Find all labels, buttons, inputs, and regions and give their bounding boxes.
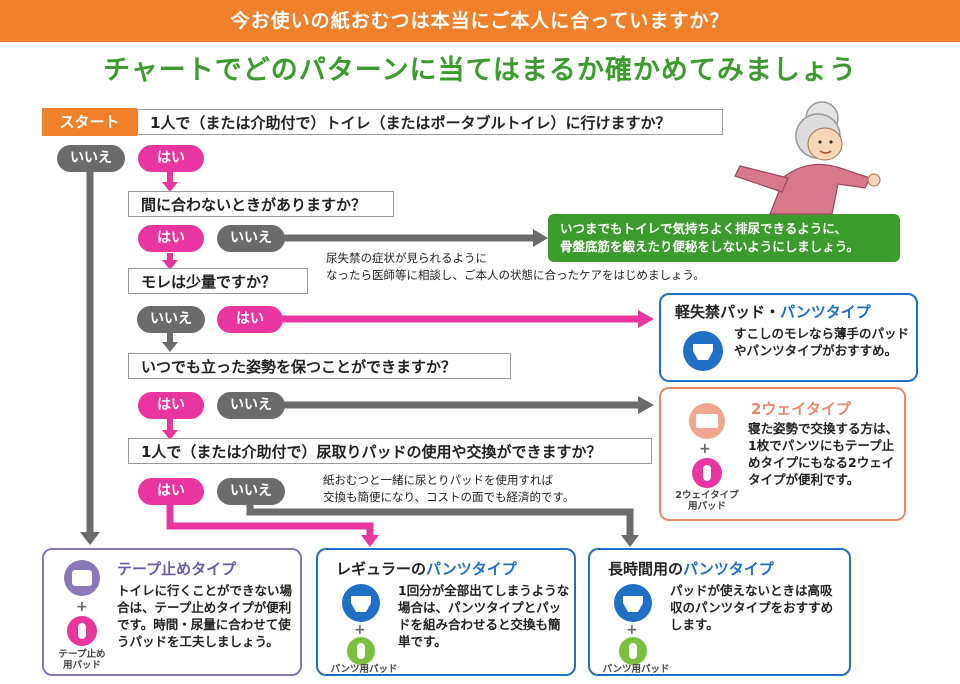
start-label: スタート [42,108,137,136]
tape-text: トイレに行くことができない場合は、テープ止めタイプが便利です。時間・尿量に合わせ… [117,583,293,649]
consult-note-line2: なったら医師等に相談し、ご本人の状態に合ったケアをはじめましょう。 [326,268,705,282]
arrow-q5-yes [166,502,374,538]
question-3: モレは少量ですか？ [128,268,308,294]
elderly-woman-illustration [734,101,881,215]
tape-pad-label: テープ止め用パッド [48,649,116,671]
light-text: すこしのモレなら薄手のパッドやパンツタイプがおすすめ。 [734,326,910,358]
regular-title: レギュラーのパンツタイプ [336,558,517,579]
q3-yes-pill: はい [217,306,283,333]
light-title: 軽失禁パッド・パンツタイプ [675,301,871,322]
arrow-q5-no [246,502,634,538]
long-title-b: パンツタイプ [683,560,774,578]
long-title-a: 長時間用の [608,560,684,578]
question-5: 1人で（または介助付で）尿取りパッドの使用や交換ができますか？ [128,438,652,464]
plus-sign: + [699,441,711,457]
result-regular: レギュラーのパンツタイプ + パンツ用パッド 1回分が全部出てしまうような場合は… [316,548,576,676]
q1-yes-pill: はい [138,145,204,172]
regular-pad-label: パンツ用パッド [330,664,398,675]
plus-sign: + [626,622,638,638]
consult-note-line1: 尿失禁の症状が見られるように [326,251,487,265]
q5-yes-pill: はい [138,478,204,505]
green-note-line1: いつまでもトイレで気持ちよく排尿できるように、 [560,221,847,236]
q5-no-pill: いいえ [217,478,285,505]
pants-pad-icon [347,637,375,665]
twoway-title: 2ウェイタイプ [751,400,851,418]
pants-icon [614,584,652,622]
pad-note-line1: 紙おむつと一緒に尿とりパッドを使用すれば [323,473,553,487]
q4-yes-pill: はい [138,392,204,419]
light-title-a: 軽失禁パッド・ [675,303,781,321]
pants-icon [342,584,380,622]
result-tape: テープ止めタイプ + テープ止め用パッド トイレに行くことができない場合は、テー… [42,548,302,676]
result-light-pad: 軽失禁パッド・パンツタイプ すこしのモレなら薄手のパッドやパンツタイプがおすすめ… [659,293,918,382]
q1-no-pill: いいえ [57,145,125,172]
q2-no-pill: いいえ [217,225,285,252]
tape-diaper-icon [64,560,100,596]
regular-text: 1回分が全部出てしまうような場合は、パンツタイプとパッドを組み合わせると交換も簡… [398,583,570,649]
q3-no-pill: いいえ [137,306,205,333]
pad-note: 紙おむつと一緒に尿とりパッドを使用すれば 交換も簡便になり、コストの面でも経済的… [323,472,574,506]
question-1: 1人で（または介助付で）トイレ（またはポータブルトイレ）に行けますか？ [137,109,723,135]
green-advice-note: いつまでもトイレで気持ちよく排尿できるように、 骨盤底筋を鍛えたり便秘をしないよ… [548,214,900,262]
pad-icon [692,458,722,488]
question-2: 間に合わないときがありますか？ [128,191,394,217]
light-title-b: パンツタイプ [780,303,871,321]
page-subtitle: チャートでどのパターンに当てはまるか確かめてみましょう [103,55,857,86]
q4-no-pill: いいえ [217,392,285,419]
q2-yes-pill: はい [138,225,204,252]
tape-pad-label-1: テープ止め [58,649,106,660]
plus-sign: + [76,599,88,615]
tape-pad-label-2: 用パッド [62,660,101,671]
question-4: いつでも立った姿勢を保つことができますか？ [128,353,511,379]
result-twoway: 2ウェイタイプ + 2ウェイタイプ用パッド 寝た姿勢で交換する方は、1枚でパンツ… [659,387,906,521]
consult-note: 尿失禁の症状が見られるように なったら医師等に相談し、ご本人の状態に合ったケアを… [326,250,705,284]
tape-title: テープ止めタイプ [117,560,237,578]
twoway-pad-label-1: 2ウェイタイプ [675,490,739,501]
long-text: パッドが使えないときは高吸収のパンツタイプをおすすめします。 [670,583,834,632]
twoway-diaper-icon [689,403,725,439]
result-long: 長時間用のパンツタイプ + パンツ用パッド パッドが使えないときは高吸収のパンツ… [588,548,851,676]
plus-sign: + [354,622,366,638]
green-note-line2: 骨盤底筋を鍛えたり便秘をしないようにしましょう。 [560,239,860,254]
long-pad-label: パンツ用パッド [602,664,670,675]
regular-title-b: パンツタイプ [426,560,517,578]
twoway-pad-label-2: 用パッド [687,501,726,512]
top-banner: 今お使いの紙おむつは本当にご本人に合っていますか？ [0,0,960,42]
twoway-pad-label: 2ウェイタイプ用パッド [665,490,749,512]
twoway-text: 寝た姿勢で交換する方は、1枚でパンツにもテープ止めタイプにもなる2ウェイタイプが… [748,421,899,487]
long-title: 長時間用のパンツタイプ [608,558,774,579]
pad-icon [67,616,97,646]
pants-pad-icon [619,637,647,665]
pad-note-line2: 交換も簡便になり、コストの面でも経済的です。 [323,490,575,504]
regular-title-a: レギュラーの [336,560,427,578]
pants-icon [683,331,723,371]
